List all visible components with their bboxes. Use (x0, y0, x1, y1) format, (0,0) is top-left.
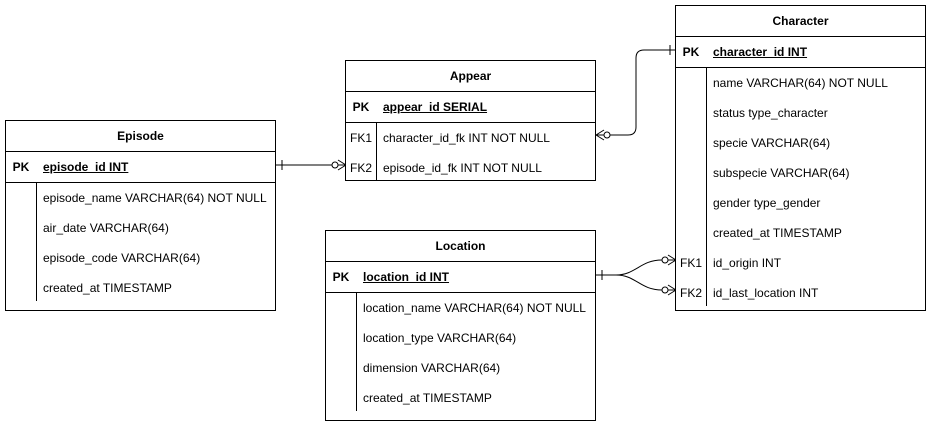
entity-row: created_at TIMESTAMP (326, 383, 595, 413)
key-column-divider (376, 122, 377, 180)
entity-row: FK2 id_last_location INT (676, 278, 925, 308)
entity-row: specie VARCHAR(64) (676, 128, 925, 158)
entity-row: FK1 id_origin INT (676, 248, 925, 278)
connector-episode-appear (276, 159, 347, 171)
field-label: subspecie VARCHAR(64) (713, 166, 850, 180)
key-label: FK2 (679, 286, 702, 300)
key-label: FK1 (679, 256, 702, 270)
field-label: specie VARCHAR(64) (713, 136, 831, 150)
entity-title: Appear (346, 61, 595, 92)
field-label: created_at TIMESTAMP (713, 226, 842, 240)
entity-episode[interactable]: Episode PK episode_id INT episode_name V… (5, 120, 276, 311)
field-label: appear_id SERIAL (383, 100, 488, 114)
key-label: PK (682, 45, 700, 59)
key-label: PK (352, 100, 370, 114)
field-label: air_date VARCHAR(64) (43, 221, 169, 235)
entity-row: subspecie VARCHAR(64) (676, 158, 925, 188)
entity-character[interactable]: Character PK character_id INT name VARCH… (675, 5, 926, 311)
entity-row-pk: PK appear_id SERIAL (346, 92, 595, 123)
key-column-divider (706, 67, 707, 306)
field-label: character_id INT (713, 45, 808, 59)
connector-location-origin (596, 254, 677, 280)
entity-row: gender type_gender (676, 188, 925, 218)
entity-row: episode_code VARCHAR(64) (6, 243, 275, 273)
field-label: location_type VARCHAR(64) (363, 331, 517, 345)
field-label: episode_id_fk INT NOT NULL (383, 161, 542, 175)
field-label: episode_code VARCHAR(64) (43, 251, 201, 265)
field-label: status type_character (713, 106, 828, 120)
key-label: FK2 (349, 161, 372, 175)
entity-row: episode_name VARCHAR(64) NOT NULL (6, 183, 275, 213)
connector-character-appear (595, 45, 676, 141)
key-label: FK1 (349, 131, 372, 145)
field-label: id_last_location INT (713, 286, 819, 300)
entity-row-pk: PK character_id INT (676, 37, 925, 68)
field-label: episode_id INT (43, 160, 129, 174)
entity-row: location_type VARCHAR(64) (326, 323, 595, 353)
field-label: id_origin INT (713, 256, 782, 270)
connector-location-last-location (615, 274, 677, 296)
key-label: PK (332, 270, 350, 284)
entity-row: created_at TIMESTAMP (676, 218, 925, 248)
entity-row: created_at TIMESTAMP (6, 273, 275, 303)
entity-row: FK1 character_id_fk INT NOT NULL (346, 123, 595, 153)
entity-title: Location (326, 231, 595, 262)
field-label: gender type_gender (713, 196, 821, 210)
field-label: name VARCHAR(64) NOT NULL (713, 76, 888, 90)
field-label: dimension VARCHAR(64) (363, 361, 501, 375)
entity-row: air_date VARCHAR(64) (6, 213, 275, 243)
entity-row: dimension VARCHAR(64) (326, 353, 595, 383)
field-label: created_at TIMESTAMP (43, 281, 172, 295)
entity-row-pk: PK location_id INT (326, 262, 595, 293)
entity-title: Episode (6, 121, 275, 152)
field-label: episode_name VARCHAR(64) NOT NULL (43, 191, 267, 205)
field-label: location_id INT (363, 270, 450, 284)
entity-row: FK2 episode_id_fk INT NOT NULL (346, 153, 595, 183)
key-column-divider (36, 182, 37, 301)
field-label: created_at TIMESTAMP (363, 391, 492, 405)
entity-row: status type_character (676, 98, 925, 128)
entity-location[interactable]: Location PK location_id INT location_nam… (325, 230, 596, 421)
entity-row-pk: PK episode_id INT (6, 152, 275, 183)
field-label: location_name VARCHAR(64) NOT NULL (363, 301, 586, 315)
key-label: PK (12, 160, 30, 174)
field-label: character_id_fk INT NOT NULL (383, 131, 550, 145)
entity-row: name VARCHAR(64) NOT NULL (676, 68, 925, 98)
entity-row: location_name VARCHAR(64) NOT NULL (326, 293, 595, 323)
key-column-divider (356, 292, 357, 411)
entity-appear[interactable]: Appear PK appear_id SERIAL FK1 character… (345, 60, 596, 181)
entity-title: Character (676, 6, 925, 37)
